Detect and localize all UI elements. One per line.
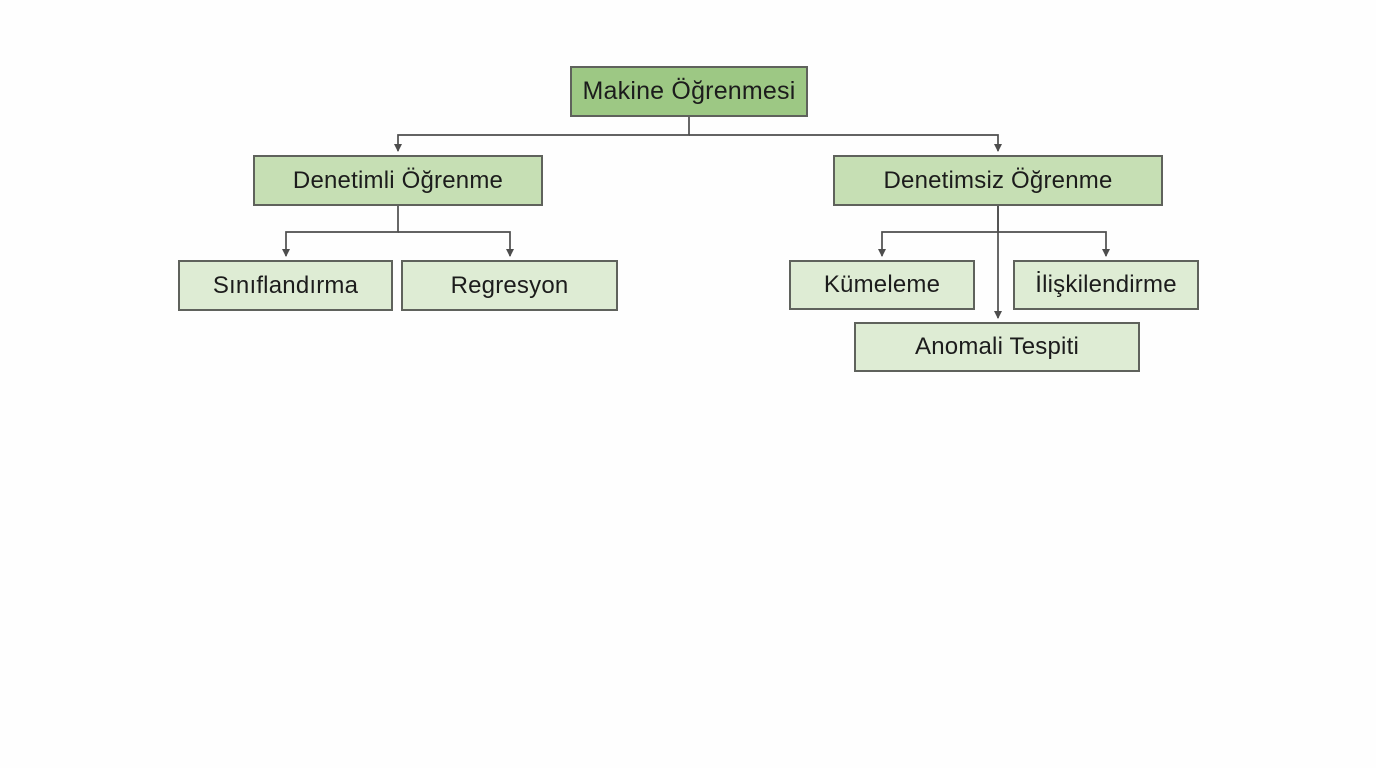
node-clustering-label: Kümeleme: [823, 271, 941, 298]
node-unsupervised-learning-label: Denetimsiz Öğrenme: [883, 166, 1113, 194]
node-anomaly-detection: Anomali Tespiti: [854, 322, 1140, 372]
node-regression-label: Regresyon: [450, 271, 569, 299]
node-classification: Sınıflandırma: [178, 260, 393, 311]
connector-root-to-supervised: [394, 117, 690, 152]
node-association-label: İlişkilendirme: [1035, 271, 1177, 298]
node-association: İlişkilendirme: [1013, 260, 1199, 310]
connector-unsupervised-to-clustering: [878, 206, 999, 257]
node-machine-learning: Makine Öğrenmesi: [570, 66, 808, 117]
node-supervised-learning-label: Denetimli Öğrenme: [292, 166, 504, 194]
node-clustering: Kümeleme: [789, 260, 975, 310]
connector-supervised-to-classification: [282, 206, 399, 257]
node-classification-label: Sınıflandırma: [212, 271, 359, 299]
node-unsupervised-learning: Denetimsiz Öğrenme: [833, 155, 1163, 206]
connector-unsupervised-to-association: [998, 231, 1110, 257]
connector-supervised-to-regression: [398, 231, 514, 257]
connector-root-to-unsupervised: [689, 134, 1002, 152]
node-anomaly-detection-label: Anomali Tespiti: [915, 333, 1079, 360]
node-machine-learning-label: Makine Öğrenmesi: [582, 77, 796, 105]
node-supervised-learning: Denetimli Öğrenme: [253, 155, 543, 206]
node-regression: Regresyon: [401, 260, 618, 311]
